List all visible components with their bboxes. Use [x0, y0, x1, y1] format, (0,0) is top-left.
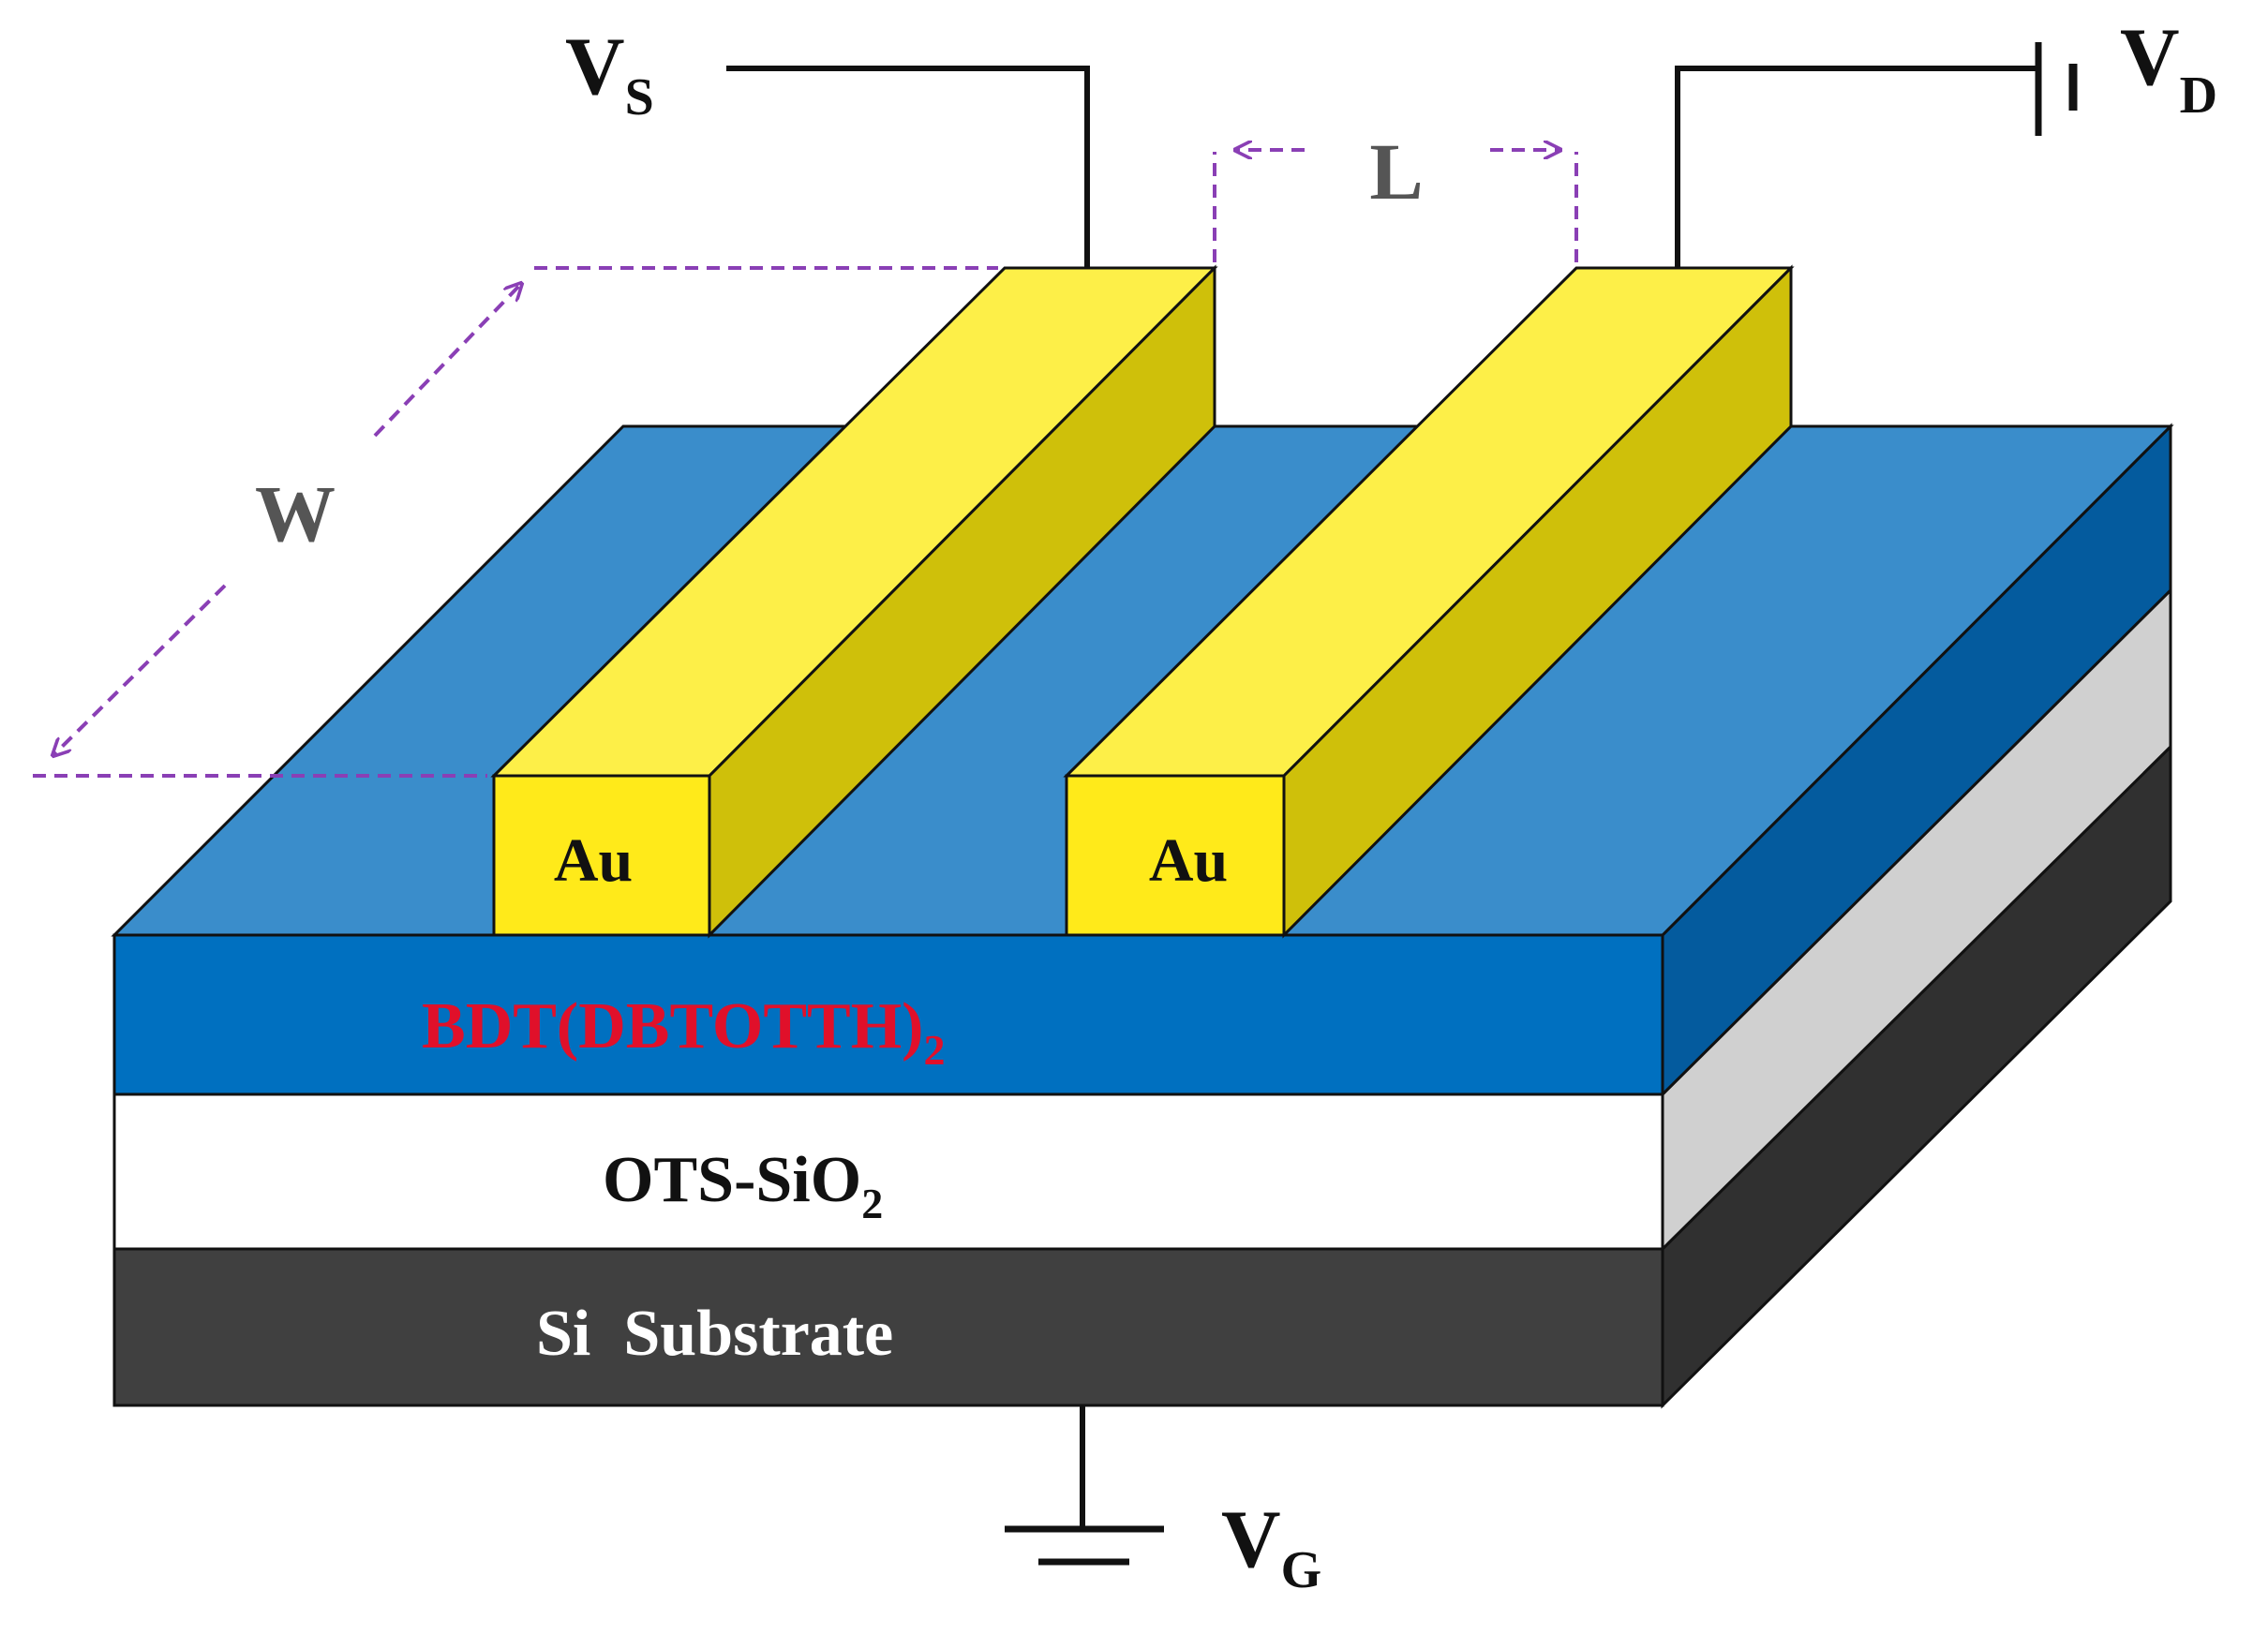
dielectric-layer	[112, 1092, 1664, 1251]
source-electrode-label: Au	[554, 826, 633, 895]
width-arrow-lower	[54, 584, 227, 754]
drain-electrode	[1063, 264, 1795, 939]
drain-wire	[1675, 66, 2038, 268]
source-wire	[726, 66, 1090, 268]
vd-label: VD	[2120, 12, 2217, 125]
substrate-label: Si Substrate	[536, 1298, 893, 1370]
width-arrow-upper	[373, 285, 520, 438]
vg-label: VG	[1221, 1494, 1321, 1599]
source-electrode-face	[492, 774, 711, 937]
wiring	[726, 42, 2078, 1566]
drain-electrode-face	[1065, 774, 1286, 937]
semiconductor-layer	[112, 933, 1664, 1096]
dielectric-label: OTS-SiO2	[603, 1144, 883, 1227]
labels: VS VD VG L W Au Au BDT(DBTOTTH)2 OTS-SiO…	[255, 12, 2217, 1599]
drain-electrode-label: Au	[1149, 826, 1228, 895]
source-electrode	[490, 264, 1218, 939]
vs-label: VS	[565, 22, 654, 126]
substrate-layer	[112, 1247, 1664, 1407]
semiconductor-label: BDT(DBTOTTH)2	[422, 990, 946, 1074]
width-label: W	[255, 468, 336, 558]
length-label: L	[1369, 126, 1423, 216]
dimension-lines	[33, 150, 1578, 778]
